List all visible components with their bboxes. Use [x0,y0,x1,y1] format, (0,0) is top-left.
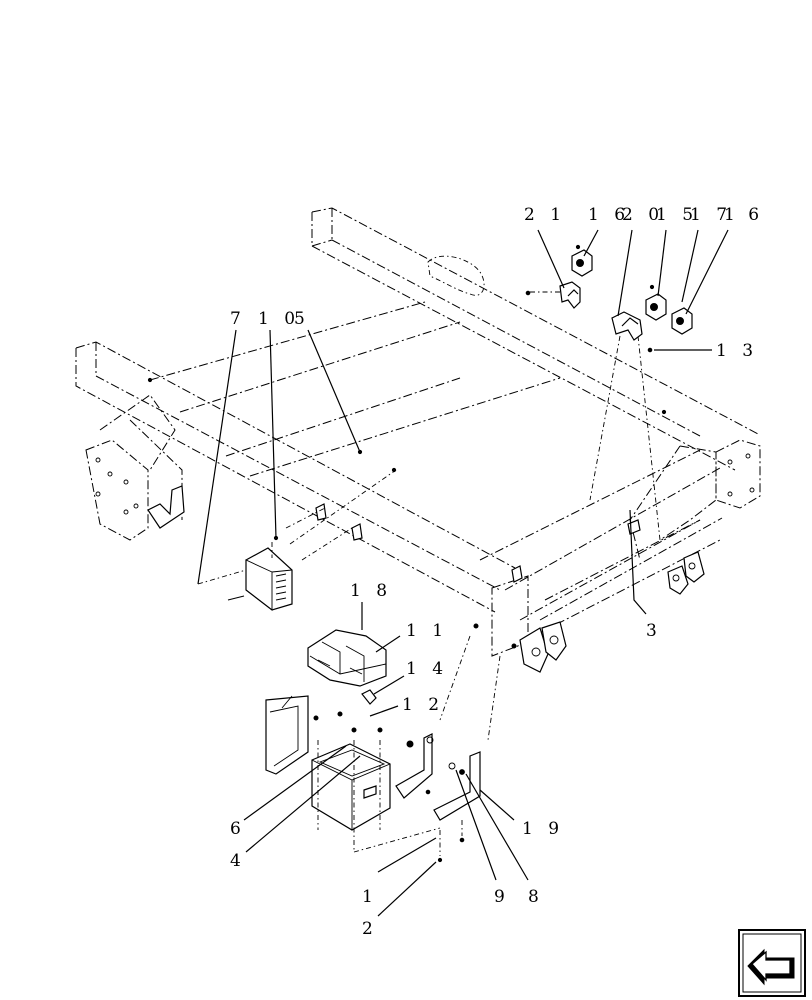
valve-mount-hardware [525,244,693,353]
power-unit [307,629,387,705]
callout-8: 8 [528,887,544,907]
callout-20: 2 0 [622,205,664,225]
connector-16a [571,249,593,277]
callout-13: 1 3 [716,341,758,361]
bracket-19a [395,733,433,799]
callout-17: 1 7 [690,205,732,225]
callout-4: 4 [230,851,246,871]
previous-page-arrow-icon[interactable] [738,929,806,997]
callout-labels: 2 1 1 6 2 0 1 5 1 7 1 6 1 3 7 1 0 5 1 8 … [230,205,763,939]
callout-3: 3 [646,621,662,641]
callout-5: 5 [294,309,310,329]
callout-6: 6 [230,819,246,839]
controller-module [197,535,293,611]
callout-16: 1 6 [588,205,630,225]
battery-box-4 [311,743,391,831]
callout-18: 1 8 [350,581,392,601]
fasteners [313,623,517,863]
callout-10: 1 0 [258,309,300,329]
callout-11: 1 1 [406,621,448,641]
callout-2: 2 [362,919,378,939]
callout-1: 1 [362,887,378,907]
connector-16b [671,307,693,335]
bracket-20 [611,311,643,341]
bracket-19b [433,751,481,821]
callout-12: 1 2 [402,695,444,715]
callout-7: 7 [230,309,246,329]
callout-19: 1 9 [522,819,564,839]
callout-9: 9 [494,887,510,907]
strap-6 [265,695,309,775]
callout-16-right: 1 6 [724,205,763,225]
callout-15: 1 5 [656,205,698,225]
toolbar-frame [75,207,761,741]
leader-lines [197,229,729,917]
callout-14: 1 4 [406,659,448,679]
callout-21: 2 1 [524,205,566,225]
battery-assembly [265,623,517,863]
connector-15 [645,293,667,321]
